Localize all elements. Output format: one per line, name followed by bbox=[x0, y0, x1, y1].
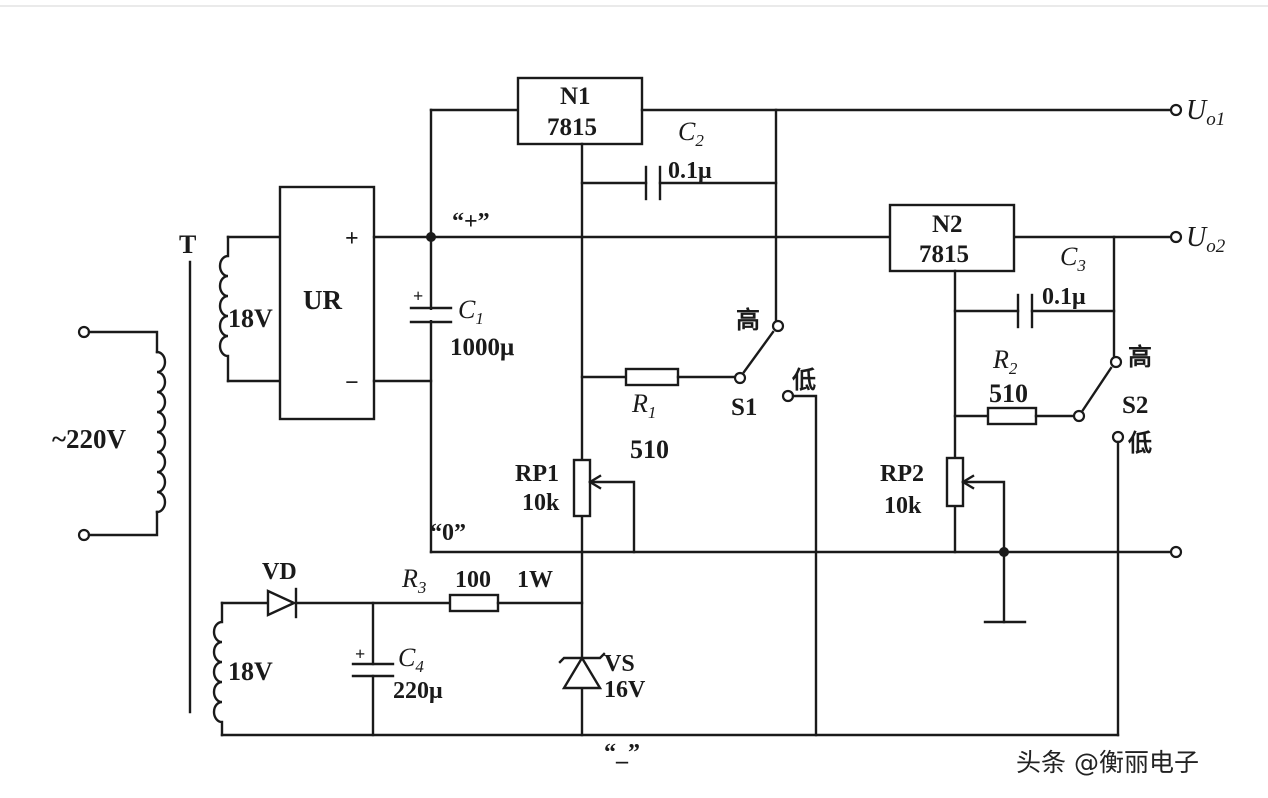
uo1-label: Uo1 bbox=[1186, 95, 1225, 130]
c1-value: 1000μ bbox=[450, 334, 514, 361]
watermark-text: 头条 @衡丽电子 bbox=[1016, 748, 1199, 777]
s2-high-contact[interactable] bbox=[1109, 355, 1123, 369]
secondary-winding-1: 18V bbox=[218, 235, 282, 383]
n1-name: N1 bbox=[560, 83, 591, 110]
uo2-label: Uo2 bbox=[1186, 222, 1226, 257]
c4-value: 220μ bbox=[393, 678, 443, 704]
s2-name: S2 bbox=[1122, 392, 1148, 419]
uo2-terminal[interactable] bbox=[1169, 230, 1183, 244]
s1-blade bbox=[742, 330, 775, 374]
rp2-value: 10k bbox=[884, 493, 922, 519]
s2-low-contact[interactable] bbox=[1111, 430, 1125, 444]
r3-value: 100 bbox=[455, 567, 491, 593]
potentiometer-rp1 bbox=[572, 458, 592, 518]
s1-low-label: 低 bbox=[791, 366, 816, 394]
resistor-r3 bbox=[448, 593, 500, 613]
rp1-name: RP1 bbox=[515, 461, 559, 487]
n2-name: N2 bbox=[932, 211, 963, 238]
plus-rail-label: “+” bbox=[452, 209, 490, 235]
mains-terminal-bottom[interactable] bbox=[77, 528, 91, 542]
capacitor-c4: + C4 220μ bbox=[351, 601, 443, 737]
rectifier-ur bbox=[278, 185, 376, 421]
diode-vd bbox=[266, 587, 298, 619]
vs-name: VS bbox=[604, 651, 635, 677]
s1-common[interactable] bbox=[733, 371, 747, 385]
secondary-winding-2: 18V bbox=[212, 601, 1120, 737]
svg-text:+: + bbox=[355, 644, 365, 664]
c3-value: 0.1μ bbox=[1042, 284, 1086, 310]
mains-terminal-top[interactable] bbox=[77, 325, 91, 339]
r1-value: 510 bbox=[630, 435, 669, 464]
primary-winding bbox=[155, 350, 167, 514]
secondary1-voltage: 18V bbox=[228, 304, 273, 333]
r3-power: 1W bbox=[517, 567, 553, 593]
regulator-n2 bbox=[888, 203, 1016, 273]
resistor-r1 bbox=[624, 367, 680, 387]
svg-text:C4: C4 bbox=[398, 643, 424, 676]
n1-model: 7815 bbox=[547, 114, 597, 141]
minus-rail-label: “_” bbox=[604, 740, 640, 766]
s1-high-label: 高 bbox=[736, 306, 760, 334]
s1-high-contact[interactable] bbox=[771, 319, 785, 333]
mains-voltage-label: ~220V bbox=[52, 424, 127, 454]
resistor-r2 bbox=[986, 406, 1038, 426]
transformer-label: T bbox=[179, 230, 196, 259]
zener-vs bbox=[558, 652, 606, 690]
secondary2-voltage: 18V bbox=[228, 657, 273, 686]
regulator-n1 bbox=[516, 76, 644, 146]
svg-text:C1: C1 bbox=[458, 295, 484, 328]
r3-name: R3 bbox=[401, 564, 426, 597]
zero-terminal[interactable] bbox=[1169, 545, 1183, 559]
svg-text:+: + bbox=[413, 286, 423, 306]
c2-name: C2 bbox=[678, 117, 704, 150]
mains-input: ~220V bbox=[52, 325, 167, 542]
r1-name: R1 bbox=[631, 389, 656, 422]
c3-name: C3 bbox=[1060, 242, 1086, 275]
rp2-name: RP2 bbox=[880, 461, 924, 487]
s2-low-label: 低 bbox=[1127, 429, 1152, 457]
s2-high-label: 高 bbox=[1128, 343, 1152, 371]
capacitor-c1: + C1 1000μ bbox=[409, 286, 514, 361]
r2-name: R2 bbox=[992, 345, 1018, 378]
c2-value: 0.1μ bbox=[668, 158, 712, 184]
potentiometer-rp2 bbox=[945, 456, 965, 508]
vs-value: 16V bbox=[604, 677, 646, 703]
rp1-value: 10k bbox=[522, 490, 560, 516]
rectifier-plus: + bbox=[345, 226, 359, 252]
n2-model: 7815 bbox=[919, 241, 969, 268]
uo1-terminal[interactable] bbox=[1169, 103, 1183, 117]
rectifier-label: UR bbox=[303, 285, 342, 315]
s2-common[interactable] bbox=[1072, 409, 1086, 423]
r2-value: 510 bbox=[989, 379, 1028, 408]
vd-label: VD bbox=[262, 559, 297, 585]
zero-rail-label: “0” bbox=[430, 520, 466, 546]
rectifier-minus: − bbox=[345, 370, 359, 396]
s2-blade bbox=[1081, 366, 1113, 412]
s1-name: S1 bbox=[731, 394, 757, 421]
